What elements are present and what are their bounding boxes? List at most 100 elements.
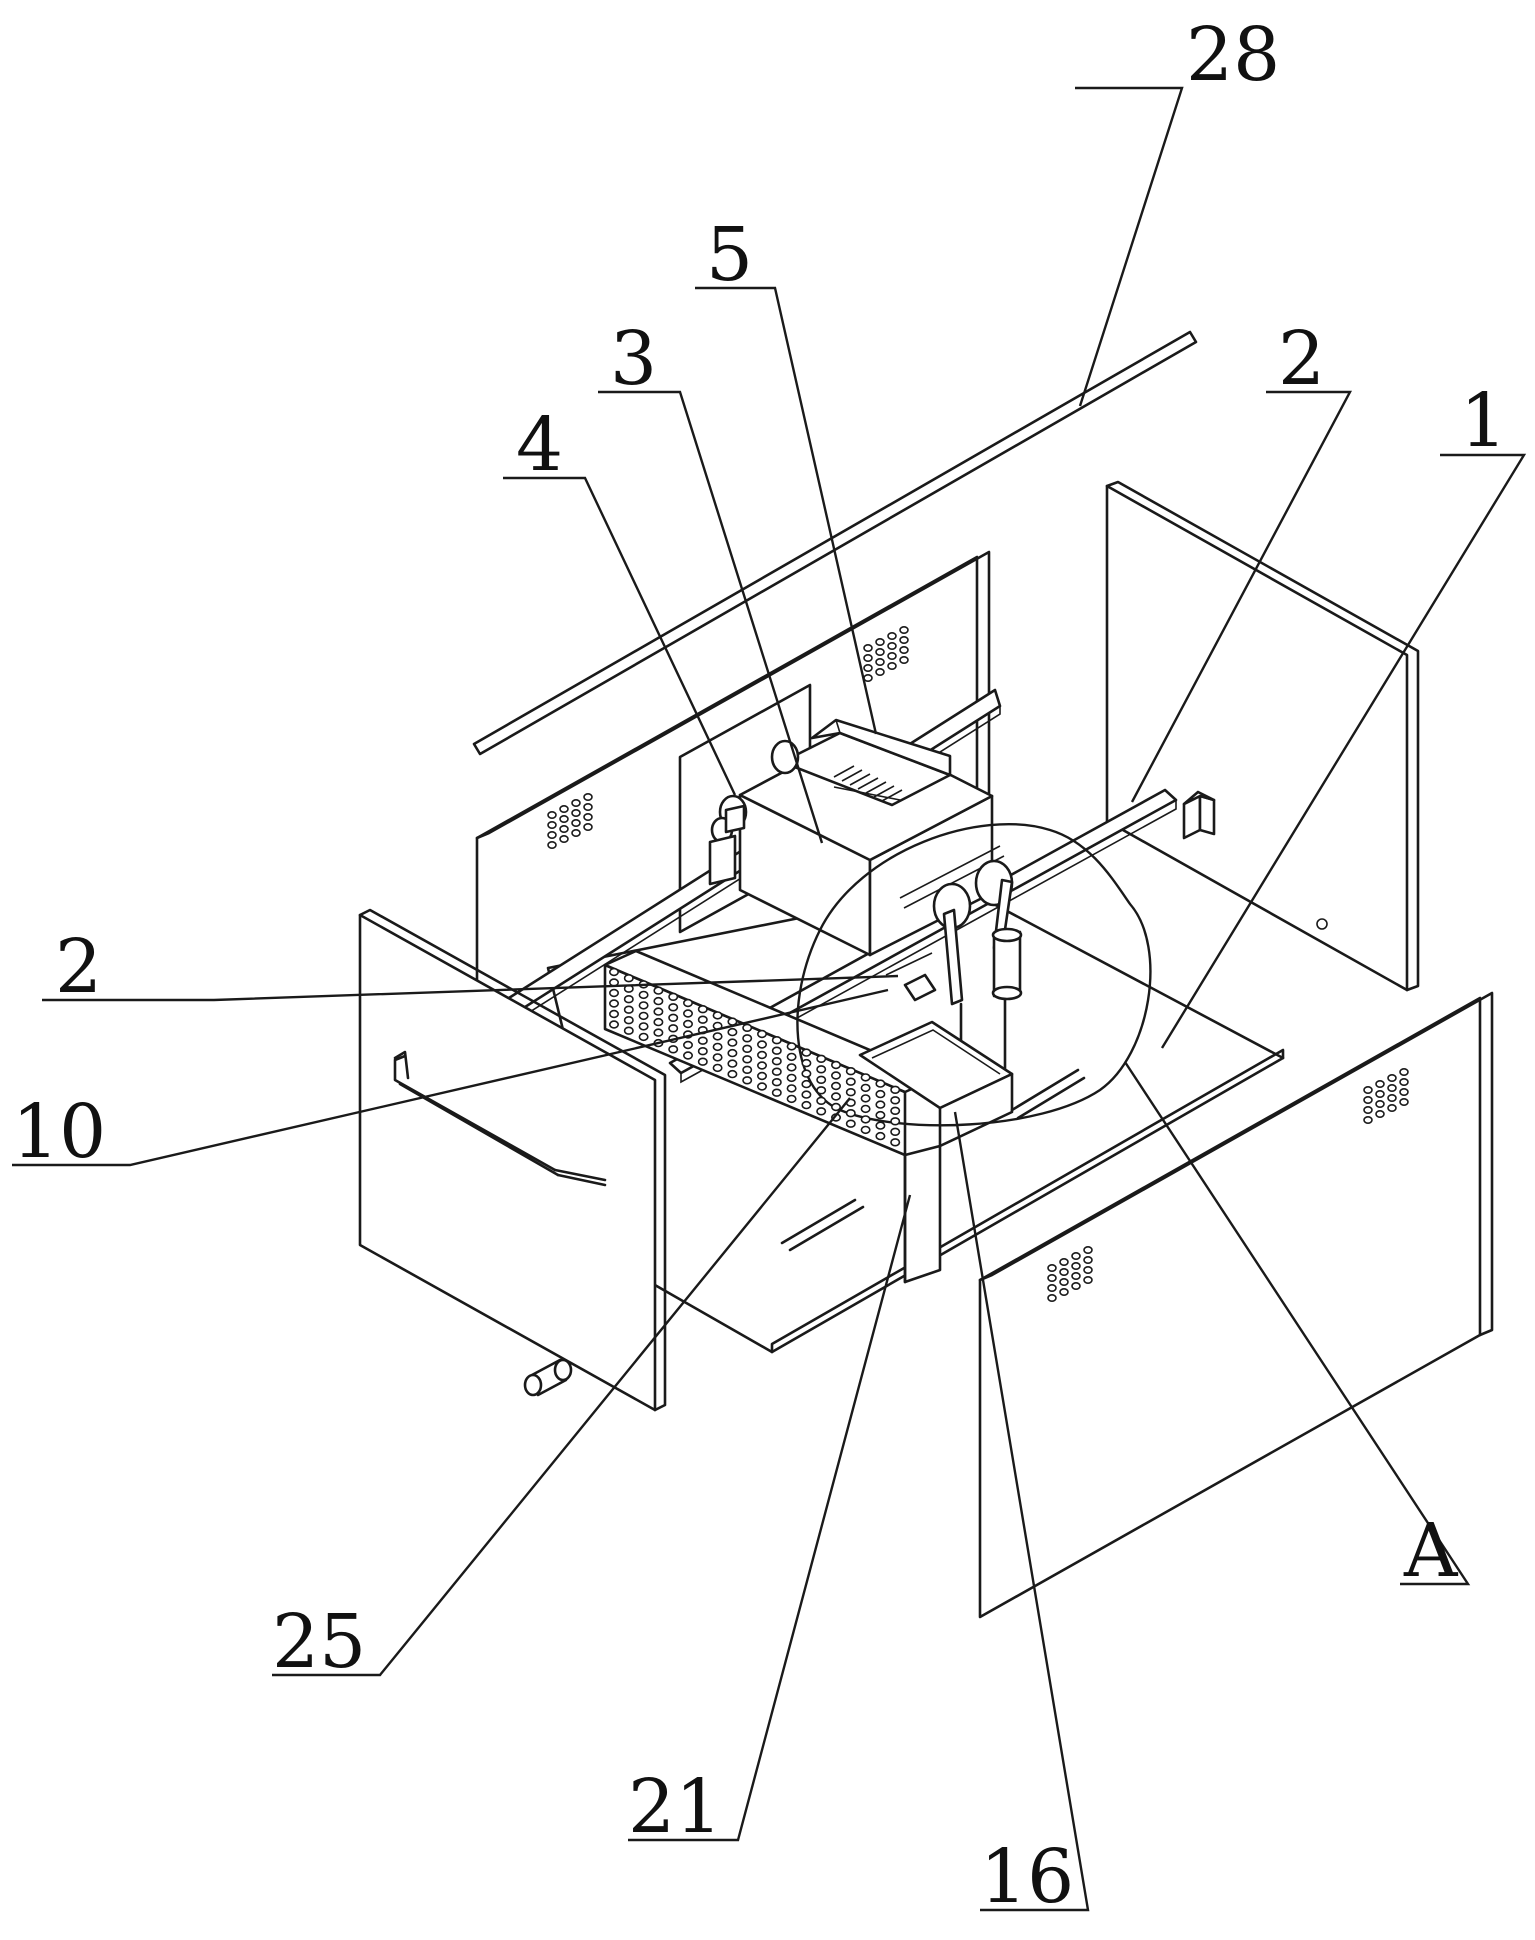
vent-hole [727,1069,738,1079]
vent-hole [830,1081,841,1091]
vent-hole [638,1001,649,1010]
vent-hole [682,998,693,1008]
vent-hole [1059,1268,1069,1277]
vent-hole [801,1058,812,1068]
vent-hole [860,1125,871,1135]
vent-hole [742,1034,753,1043]
vent-hole [727,1027,738,1037]
vent-hole [860,1094,871,1103]
label-4: 4 [516,402,563,488]
vent-hole [1375,1100,1385,1109]
vent-hole [756,1050,767,1060]
vent-hole [638,1022,649,1031]
vent-hole [845,1087,856,1097]
vent-hole [816,1086,827,1095]
vent-hole [771,1088,782,1097]
vent-hole [756,1071,767,1081]
slider-block [885,952,937,1002]
vent-hole [771,1046,782,1055]
vent-hole [697,1057,708,1066]
vent-hole [771,1056,782,1066]
vent-hole [1363,1116,1373,1125]
vent-hole [712,1032,723,1041]
vent-hole [668,992,679,1001]
vent-hole [638,1032,649,1042]
vent-hole [875,1100,886,1109]
vent-hole [727,1048,738,1058]
vent-hole [816,1096,827,1106]
vent-hole [727,1038,738,1047]
vent-hole [875,667,885,676]
vent-hole [547,830,557,839]
vent-hole [830,1102,841,1112]
vent-hole [727,1059,738,1068]
vent-holes-back-upper [863,625,909,682]
vent-hole [697,1046,708,1056]
vent-hole [682,1051,693,1060]
vent-hole [756,1029,767,1039]
vent-hole [816,1065,827,1074]
vent-hole [899,635,909,644]
vent-hole [845,1119,856,1128]
vent-hole [653,1007,664,1016]
vent-hole [608,967,619,977]
label-28: 28 [1186,12,1280,98]
vent-hole [668,1024,679,1033]
vent-hole [1083,1256,1093,1265]
vent-hole [742,1076,753,1085]
vent-hole [559,834,569,843]
vent-hole [1375,1090,1385,1099]
vent-hole [712,1063,723,1073]
vent-hole [887,661,897,670]
vent-hole [1399,1098,1409,1107]
vent-hole [756,1082,767,1091]
vent-hole [786,1042,797,1051]
vent-hole [786,1094,797,1104]
vent-hole [875,1121,886,1130]
vent-hole [1071,1272,1081,1281]
vent-hole [771,1035,782,1045]
crusher-box [708,718,994,957]
vent-hole [863,653,873,662]
vent-hole [786,1073,797,1083]
vent-hole [1047,1294,1057,1303]
vent-hole [571,818,581,827]
vent-hole [1059,1258,1069,1267]
vent-hole [890,1096,901,1105]
vent-hole [887,631,897,640]
vent-hole [668,1045,679,1054]
vent-hole [1399,1068,1409,1077]
vent-hole [653,986,664,995]
label-3: 3 [610,316,657,402]
vent-hole [1047,1264,1057,1273]
vent-hole [845,1077,856,1086]
vent-hole [571,798,581,807]
vent-hole [1399,1078,1409,1087]
vent-hole [890,1085,901,1095]
vent-hole [653,1017,664,1027]
vent-hole [712,1011,723,1020]
vent-hole [608,1020,619,1029]
right-back-panel [1105,480,1420,992]
vent-hole [1071,1282,1081,1291]
vent-hole [801,1079,812,1089]
vent-hole [653,996,664,1006]
vent-hole [583,802,593,811]
sensor-block [1182,790,1216,840]
vent-hole [899,655,909,664]
vent-hole [638,990,649,1000]
vent-hole [742,1023,753,1033]
vent-hole [742,1044,753,1054]
vent-hole [1375,1080,1385,1089]
vent-hole [863,643,873,652]
vent-hole [547,840,557,849]
vent-hole [887,651,897,660]
vent-hole [786,1084,797,1093]
vent-hole [1363,1096,1373,1105]
vent-holes-right-upper [1363,1068,1409,1125]
vent-hole [697,1015,708,1024]
vent-hole [875,637,885,646]
label-a: A [1403,1508,1459,1594]
vent-hole [712,1053,723,1062]
left-front-door [358,908,667,1412]
